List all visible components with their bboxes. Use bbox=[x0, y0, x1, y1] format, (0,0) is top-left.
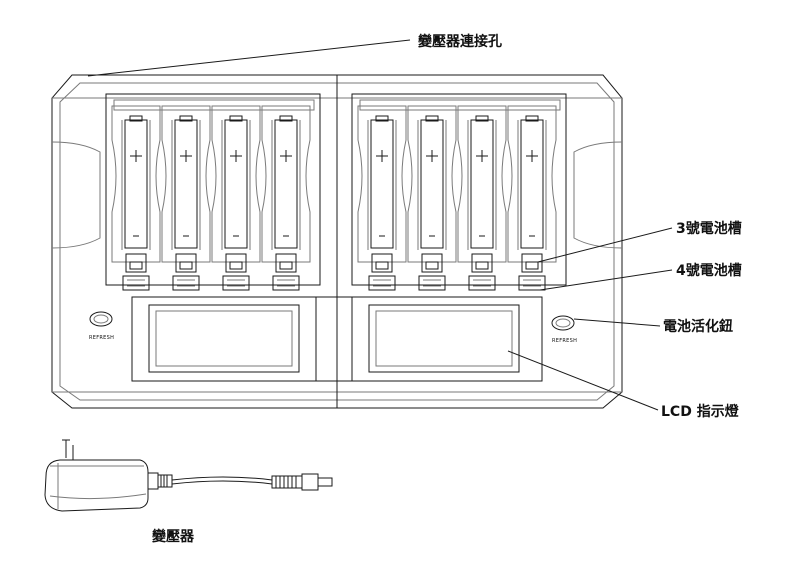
leader-adapter-port bbox=[87, 39, 411, 77]
leader-slot-3 bbox=[537, 227, 673, 263]
refresh-button-left[interactable] bbox=[89, 311, 113, 327]
power-adapter bbox=[44, 439, 333, 512]
label-refresh-button: 電池活化鈕 bbox=[663, 318, 733, 335]
battery-slot-right-2 bbox=[407, 105, 457, 291]
label-slot-3: 3號電池槽 bbox=[676, 220, 742, 237]
label-adapter-port: 變壓器連接孔 bbox=[418, 33, 502, 50]
battery-slot-left-4 bbox=[261, 105, 311, 291]
label-lcd: LCD 指示燈 bbox=[661, 403, 740, 420]
battery-slots bbox=[111, 105, 557, 291]
battery-slot-left-1 bbox=[111, 105, 161, 291]
left-battery-bay bbox=[105, 93, 321, 286]
refresh-text-right: REFRESH bbox=[552, 338, 577, 344]
leader-lcd bbox=[507, 350, 659, 411]
leader-refresh bbox=[573, 318, 661, 327]
battery-slot-right-3 bbox=[457, 105, 507, 291]
lcd-right bbox=[368, 304, 520, 373]
refresh-text-left: REFRESH bbox=[89, 335, 114, 341]
refresh-button-right[interactable] bbox=[551, 315, 575, 331]
right-battery-bay bbox=[351, 93, 567, 286]
battery-slot-right-1 bbox=[357, 105, 407, 291]
label-slot-4: 4號電池槽 bbox=[676, 262, 742, 279]
lcd-left bbox=[148, 304, 300, 373]
battery-slot-right-4 bbox=[507, 105, 557, 291]
battery-slot-left-3 bbox=[211, 105, 261, 291]
charger-body bbox=[51, 74, 623, 409]
leader-slot-4 bbox=[539, 269, 673, 291]
battery-slot-left-2 bbox=[161, 105, 211, 291]
label-adapter: 變壓器 bbox=[152, 528, 195, 545]
